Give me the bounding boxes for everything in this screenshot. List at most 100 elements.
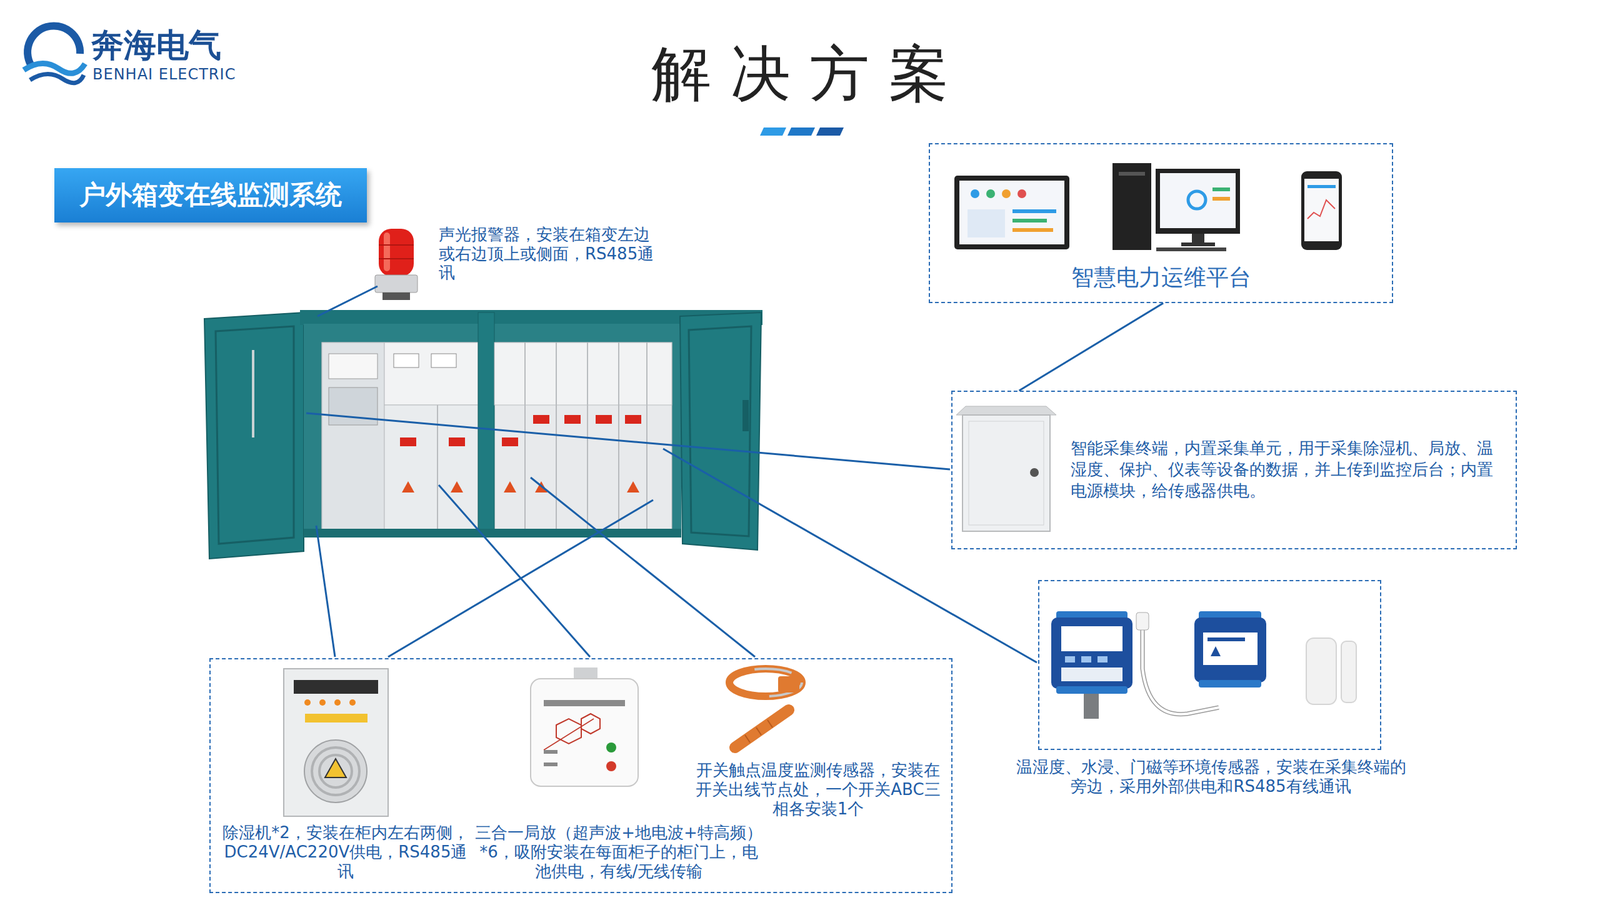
- leader-line: [438, 485, 590, 657]
- cabinet: [586, 342, 589, 530]
- cabinet: [401, 481, 415, 493]
- dehumidifier: [325, 758, 347, 778]
- env-sensors: [1203, 632, 1258, 665]
- contact-temperature-sensor: [729, 668, 802, 748]
- platform-devices: [967, 209, 1005, 238]
- env-sensors: [1061, 626, 1123, 652]
- platform-devices: [1191, 233, 1205, 243]
- alarm-light: [378, 258, 414, 260]
- env-sensors: [1341, 641, 1357, 703]
- terminal-enclosure: [956, 406, 1057, 415]
- env-sensors: [1051, 617, 1133, 689]
- cabinet: [321, 342, 385, 530]
- device-caption: 三合一局放（超声波+地电波+特高频）*6，吸附安装在每面柜子的柜门上，电池供电，…: [475, 823, 763, 882]
- platform-devices: [1212, 196, 1230, 201]
- dehumidifier: [283, 668, 389, 817]
- connector-line: [1019, 303, 1164, 391]
- contact-temperature-sensor: [756, 727, 762, 735]
- platform-devices: [1307, 185, 1336, 189]
- cabinet: [555, 342, 557, 530]
- cabinet: [431, 353, 457, 368]
- platform-devices: [1012, 228, 1054, 232]
- partial-discharge-sensor: [581, 713, 600, 734]
- dehumidifier: [304, 699, 311, 706]
- node-text: 除湿机*2，安装在柜内左右两侧，DC24V/AC220V供电，RS485通讯: [216, 823, 475, 882]
- cabinet: [400, 437, 417, 447]
- cabinet: [393, 353, 419, 368]
- alarm-light: [382, 292, 410, 300]
- cabinet: [524, 342, 526, 530]
- callout-note: 声光报警器，安装在箱变左边或右边顶上或侧面，RS485通讯: [438, 225, 655, 283]
- title-bars: [760, 127, 787, 136]
- node-text: 智能采集终端，内置采集单元，用于采集除湿机、局放、温湿度、保护、仪表等设备的数据…: [1070, 438, 1497, 502]
- platform-devices: [959, 180, 1065, 245]
- env-sensors: [1207, 637, 1245, 642]
- cabinet: [321, 342, 672, 530]
- cabinet: [646, 342, 648, 530]
- platform-devices: [1156, 247, 1227, 252]
- logo-icon: [27, 25, 80, 68]
- platform-devices: [1001, 189, 1011, 199]
- dehumidifier: [311, 747, 360, 795]
- node-text: 开关触点温度监测传感器，安装在开关出线节点处，一个开关ABC三相各安装1个: [689, 760, 947, 820]
- partial-discharge-sensor: [606, 761, 617, 772]
- platform-box: 智慧电力运维平台: [928, 143, 1394, 304]
- dehumidifier: [293, 680, 379, 694]
- env-sensors: [1061, 667, 1123, 682]
- env-sensors: [1194, 617, 1267, 683]
- env-sensors: [1081, 656, 1092, 663]
- title-bars: [760, 127, 844, 136]
- env-sensors: [1198, 680, 1262, 688]
- leader-line: [316, 525, 335, 657]
- platform-devices: [1012, 218, 1047, 223]
- sensor-box: 温湿度、水浸、门磁等环境传感器，安装在采集终端的旁边，采用外部供电和RS485有…: [1038, 580, 1382, 750]
- cabinet: [328, 353, 378, 379]
- cabinet: [595, 415, 612, 424]
- contact-temperature-sensor: [735, 710, 789, 748]
- device-caption: 开关触点温度监测传感器，安装在开关出线节点处，一个开关ABC三相各安装1个: [689, 760, 947, 820]
- cabinet: [533, 415, 550, 424]
- device-group-box: 除湿机*2，安装在柜内左右两侧，DC24V/AC220V供电，RS485通讯三合…: [209, 658, 953, 894]
- terminal-enclosure: [968, 421, 1044, 525]
- leader-line: [306, 413, 950, 470]
- node-text: 户外箱变在线监测系统: [79, 178, 342, 213]
- env-sensors: [1056, 686, 1128, 694]
- cabinet: [501, 437, 519, 447]
- dehumidifier: [319, 755, 352, 788]
- alarm-light: [378, 244, 414, 246]
- dehumidifier: [305, 713, 368, 723]
- env-sensors: [1210, 646, 1221, 657]
- env-sensors: [1306, 638, 1337, 705]
- platform-devices: [1304, 178, 1339, 242]
- cabinet: [251, 350, 255, 438]
- title-bars: [787, 127, 815, 136]
- platform-devices: [1155, 168, 1240, 234]
- brand-name: 奔海电气: [91, 27, 222, 64]
- platform-devices: [1188, 191, 1206, 209]
- cabinet: [564, 415, 581, 424]
- alarm-light: [378, 228, 414, 277]
- platform-devices: [1017, 189, 1027, 199]
- terminal-enclosure: [956, 406, 1057, 532]
- node-text: 智慧电力运维平台: [1071, 263, 1252, 291]
- platform-devices: [1307, 200, 1335, 219]
- terminal-enclosure: [1030, 468, 1039, 477]
- platform-devices: [970, 189, 980, 199]
- cabinet: [742, 400, 749, 432]
- cabinet: [688, 326, 752, 537]
- logo-icon: [30, 73, 84, 83]
- platform-devices: [986, 189, 995, 199]
- partial-discharge-sensor: [543, 718, 594, 750]
- partial-discharge-sensor: [530, 667, 639, 787]
- contact-temperature-sensor: [745, 735, 750, 743]
- alarm-light: [375, 275, 418, 293]
- platform-devices: [954, 175, 1070, 250]
- cabinet: [204, 312, 304, 559]
- node-text: 三合一局放（超声波+地电波+特高频）*6，吸附安装在每面柜子的柜门上，电池供电，…: [475, 823, 763, 882]
- cabinet: [204, 310, 763, 559]
- platform-devices: [1212, 187, 1230, 192]
- cabinet: [478, 312, 495, 537]
- cabinet: [503, 481, 517, 493]
- dehumidifier: [349, 699, 356, 706]
- partial-discharge-sensor: [543, 750, 558, 754]
